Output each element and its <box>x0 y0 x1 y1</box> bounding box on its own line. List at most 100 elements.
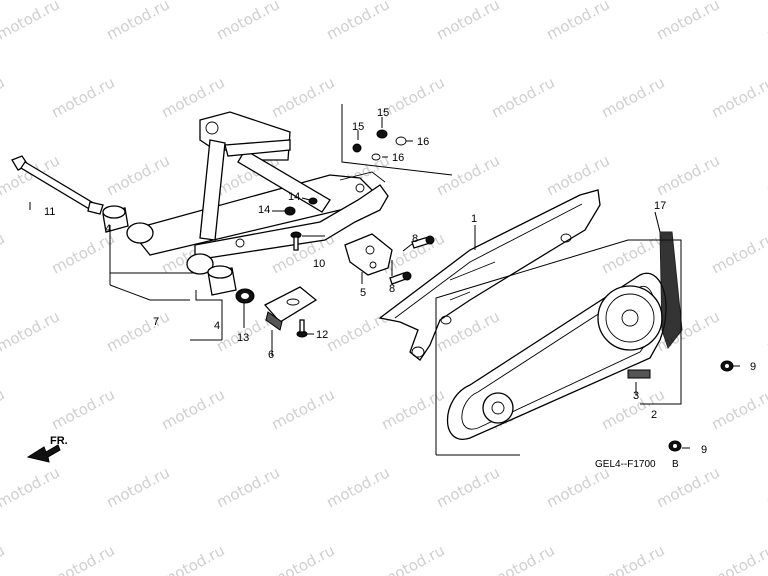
callout-12: 12 <box>316 329 328 341</box>
watermark-text: motod.ru <box>48 229 117 277</box>
watermark-text: motod.ru <box>543 463 612 511</box>
watermark-text: motod.ru <box>598 229 667 277</box>
watermark-text: motod.ru <box>323 463 392 511</box>
watermark-text: motod.ru <box>213 0 282 44</box>
watermark-text: motod.ru <box>543 151 612 199</box>
watermark-text: motod.ru <box>433 0 502 44</box>
front-arrow-icon <box>26 444 61 463</box>
callout-16-lower: 16 <box>392 152 404 164</box>
watermark-text: motod.ru <box>158 385 227 433</box>
watermark-text: motod.ru <box>708 541 768 576</box>
callout-14-lower: 14 <box>258 204 270 216</box>
watermark-text: motod.ru <box>598 73 667 121</box>
bolt-9a <box>720 360 734 372</box>
watermark-text: motod.ru <box>0 307 63 355</box>
watermark-text: motod.ru <box>653 151 722 199</box>
watermark-text: motod.ru <box>488 541 557 576</box>
bushing-lower <box>207 265 237 296</box>
swingarm <box>126 111 389 275</box>
callout-2: 2 <box>651 409 657 421</box>
diagram-code: GEL4--F1700 <box>595 459 656 470</box>
watermark-text: motod.ru <box>0 151 63 199</box>
watermark-text: motod.ru <box>0 73 8 121</box>
callout-3: 3 <box>633 390 639 402</box>
watermark-text: motod.ru <box>48 385 117 433</box>
watermark-text: motod.ru <box>653 463 722 511</box>
watermark-text: motod.ru <box>103 0 172 44</box>
chain-guide-bracket <box>344 233 393 276</box>
drive-assembly <box>435 231 683 456</box>
bolt-8b <box>389 271 412 285</box>
callout-5: 5 <box>360 287 366 299</box>
chain-case <box>378 189 601 361</box>
watermark-text: motod.ru <box>488 73 557 121</box>
callout-15-lower: 15 <box>352 121 364 133</box>
watermark-text: motod.ru <box>763 463 768 511</box>
watermark-text: motod.ru <box>763 0 768 44</box>
callout-17: 17 <box>654 200 666 212</box>
watermark-text: motod.ru <box>378 385 447 433</box>
callout-10: 10 <box>313 258 325 270</box>
nut-14b <box>308 197 318 205</box>
callout-15-upper: 15 <box>377 107 389 119</box>
fastener-group <box>341 104 453 176</box>
callout-8-upper: 8 <box>412 233 418 245</box>
nut-14a <box>284 206 296 216</box>
callout-labels: 1 2 3 4 4 5 6 7 8 8 9 9 10 11 12 13 14 1… <box>44 107 756 456</box>
watermark-text: motod.ru <box>708 385 768 433</box>
pivot-bolt <box>11 155 104 215</box>
watermark-text: motod.ru <box>213 463 282 511</box>
callout-4-upper: 4 <box>105 223 111 235</box>
watermark-text: motod.ru <box>653 0 722 44</box>
watermark-text: motod.ru <box>598 541 667 576</box>
callout-14-upper: 14 <box>288 191 300 203</box>
watermark-text: motod.ru <box>323 0 392 44</box>
callout-13: 13 <box>237 332 249 344</box>
watermark-text: motod.ru <box>708 73 768 121</box>
callout-9-lower: 9 <box>701 444 707 456</box>
bolt-10 <box>290 231 302 251</box>
callout-11: 11 <box>44 206 55 218</box>
watermark-text: motod.ru <box>158 541 227 576</box>
watermark-text: motod.ru <box>0 0 63 44</box>
diagram-code-suffix: B <box>672 459 679 470</box>
callout-1: 1 <box>471 213 477 225</box>
watermark-text: motod.ru <box>708 229 768 277</box>
bushing-upper <box>102 205 129 233</box>
watermark-text: motod.ru <box>0 229 8 277</box>
bolt-9b <box>668 440 682 452</box>
callout-7: 7 <box>153 316 159 328</box>
callout-9-upper: 9 <box>750 361 756 373</box>
bolt-12 <box>296 319 308 338</box>
leader-lines <box>29 117 740 449</box>
watermark-text: motod.ru <box>103 151 172 199</box>
callout-4-lower: 4 <box>214 320 220 332</box>
watermark-text: motod.ru <box>0 541 8 576</box>
watermark-text: motod.ru <box>268 541 337 576</box>
watermark-text: motod.ru <box>48 541 117 576</box>
watermark-text: motod.ru <box>763 307 768 355</box>
watermark-text: motod.ru <box>433 151 502 199</box>
watermark-text: motod.ru <box>0 385 8 433</box>
front-label: FR. <box>50 435 68 447</box>
watermark-text: motod.ru <box>158 73 227 121</box>
watermark-text: motod.ru <box>543 0 612 44</box>
watermark-text: motod.ru <box>763 151 768 199</box>
chain-slider <box>263 286 318 331</box>
watermark-text: motod.ru <box>103 307 172 355</box>
callout-6: 6 <box>268 349 274 361</box>
watermark-text: motod.ru <box>323 307 392 355</box>
watermark-text: motod.ru <box>103 463 172 511</box>
callout-8-lower: 8 <box>389 283 395 295</box>
watermark-text: motod.ru <box>268 73 337 121</box>
watermark-text: motod.ru <box>433 463 502 511</box>
nut-13 <box>235 288 255 304</box>
bolt-8a <box>411 235 435 249</box>
callout-16-upper: 16 <box>417 136 429 148</box>
watermark-text: motod.ru <box>378 541 447 576</box>
watermark-text: motod.ru <box>268 385 337 433</box>
watermark-text: motod.ru <box>0 463 63 511</box>
watermark-text: motod.ru <box>48 73 117 121</box>
